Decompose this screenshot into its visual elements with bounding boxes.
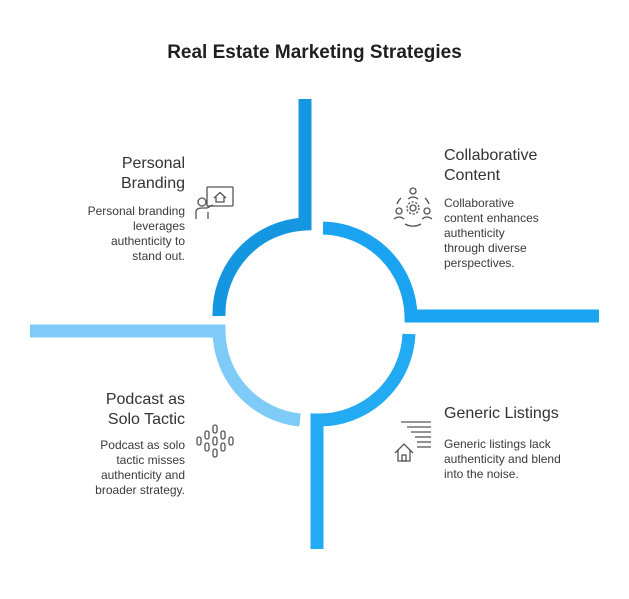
desc-line: through diverse xyxy=(444,241,527,255)
podcast-solo-tactic-heading-line1: Podcast as xyxy=(105,391,185,408)
desc-line: broader strategy. xyxy=(95,483,185,497)
desc-line: content enhances xyxy=(444,211,539,225)
podcast-solo-tactic-heading-line2: Solo Tactic xyxy=(107,411,185,428)
podcast-solo-tactic-description: Podcast as solo tactic misses authentici… xyxy=(40,438,185,498)
collaborative-content-description: Collaborative content enhances authentic… xyxy=(444,196,604,271)
desc-line: authenticity and xyxy=(100,468,185,482)
generic-listings-heading-line1: Generic Listings xyxy=(444,405,559,422)
desc-line: Generic listings lack xyxy=(444,437,551,451)
segment-personal-branding xyxy=(212,99,312,317)
personal-branding-heading: Personal Branding xyxy=(60,154,185,194)
desc-line: stand out. xyxy=(132,249,185,263)
desc-line: authenticity xyxy=(444,226,505,240)
desc-line: perspectives. xyxy=(444,256,515,270)
person-house-presentation-icon xyxy=(195,186,234,219)
personal-branding-heading-line2: Branding xyxy=(120,175,185,192)
desc-line: authenticity and blend xyxy=(444,452,561,466)
personal-branding-heading-line1: Personal xyxy=(121,155,185,172)
desc-line: into the noise. xyxy=(444,467,519,481)
collaborative-content-heading-line2: Content xyxy=(444,167,501,184)
diagram-title: Real Estate Marketing Strategies xyxy=(167,42,462,63)
desc-line: Collaborative xyxy=(444,196,515,210)
generic-listings-heading: Generic Listings xyxy=(444,404,614,424)
segment-collaborative-content xyxy=(322,221,599,323)
team-gear-icon xyxy=(393,187,433,227)
sound-wave-icon xyxy=(196,424,234,458)
collaborative-content-heading: Collaborative Content xyxy=(444,146,604,186)
desc-line: Podcast as solo xyxy=(100,438,185,452)
segment-podcast-solo-tactic xyxy=(30,324,301,427)
desc-line: Personal branding xyxy=(87,204,185,218)
collaborative-content-heading-line1: Collaborative xyxy=(444,147,538,164)
desc-line: tactic misses xyxy=(116,453,185,467)
house-list-icon xyxy=(394,421,431,462)
desc-line: authenticity to xyxy=(110,234,185,248)
podcast-solo-tactic-heading: Podcast as Solo Tactic xyxy=(50,390,185,430)
desc-line: leverages xyxy=(132,219,185,233)
generic-listings-description: Generic listings lack authenticity and b… xyxy=(444,437,614,482)
personal-branding-description: Personal branding leverages authenticity… xyxy=(40,204,185,264)
segment-generic-listings xyxy=(310,333,416,549)
